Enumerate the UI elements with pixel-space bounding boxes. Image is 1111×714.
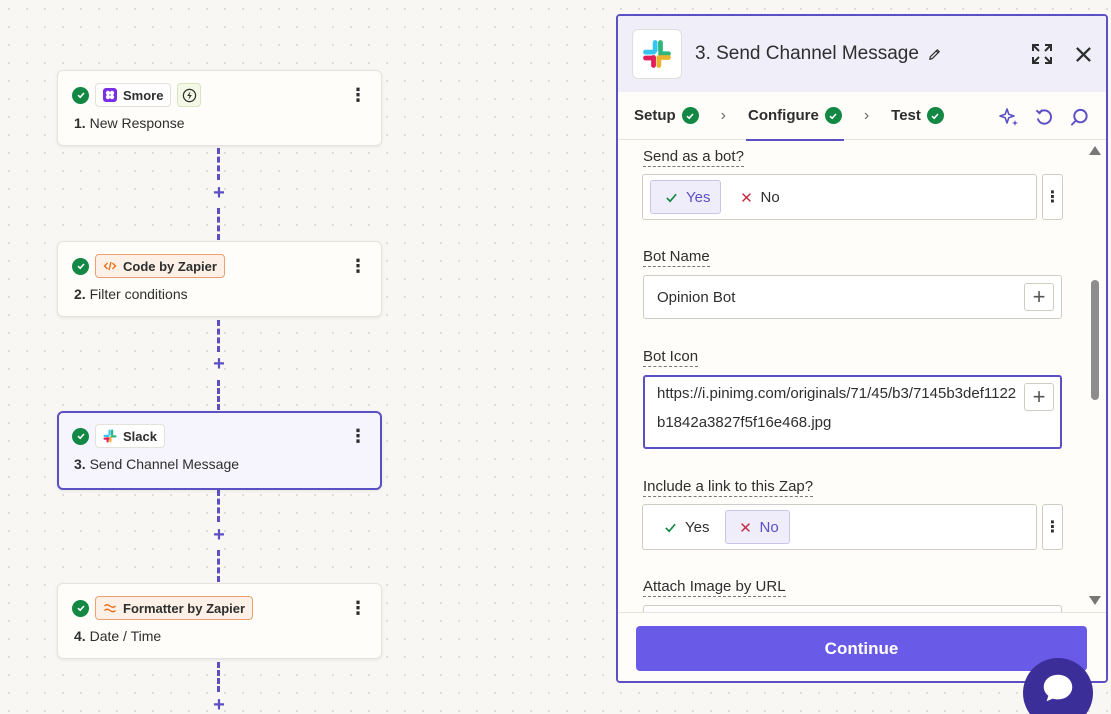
sparkle-icon[interactable] [998, 106, 1020, 128]
scroll-down-icon[interactable] [1089, 596, 1101, 605]
scrollbar[interactable] [1088, 142, 1102, 610]
step-tabs: Setup › Configure › Test [618, 92, 1106, 141]
add-step-button[interactable]: + [213, 694, 225, 714]
kebab-icon[interactable]: ⋮ [349, 85, 367, 105]
tab-configure[interactable]: Configure [746, 92, 844, 141]
app-chip: Code by Zapier [95, 254, 225, 278]
refresh-icon[interactable] [1034, 106, 1055, 128]
include-link-no-option[interactable]: No [725, 510, 790, 544]
panel-footer: Continue [618, 612, 1106, 681]
app-name: Code by Zapier [123, 258, 217, 274]
step-editor-panel: 3. Send Channel Message Setup › Configur… [616, 14, 1108, 683]
x-icon [741, 522, 751, 532]
send-as-bot-no-option[interactable]: No [727, 180, 789, 214]
connector-line [217, 550, 221, 582]
tab-test[interactable]: Test [891, 92, 944, 140]
connector-line [217, 208, 221, 240]
smore-icon [103, 88, 117, 102]
check-circle-icon [72, 599, 89, 617]
chat-icon[interactable] [1023, 658, 1093, 714]
field-label-bot-name: Bot Name [643, 248, 710, 267]
step-title: 4. Date / Time [74, 628, 162, 644]
scroll-up-icon[interactable] [1089, 146, 1101, 155]
add-step-button[interactable]: + [213, 524, 225, 546]
kebab-icon[interactable]: ⋮ [349, 256, 367, 276]
connector-line [217, 380, 221, 410]
check-circle-icon [824, 107, 842, 124]
continue-button[interactable]: Continue [636, 626, 1087, 671]
tab-setup[interactable]: Setup [634, 92, 699, 140]
send-as-bot-yes-option[interactable]: Yes [650, 180, 722, 214]
send-as-bot-toggle: Yes No [642, 174, 1037, 220]
check-circle-icon [72, 86, 89, 104]
connector-line [217, 320, 221, 352]
plus-icon[interactable]: + [1024, 383, 1054, 411]
close-icon[interactable] [1075, 46, 1092, 63]
step-card-4[interactable]: Formatter by Zapier ⋮ 4. Date / Time [57, 583, 382, 659]
panel-header: 3. Send Channel Message [618, 16, 1106, 92]
chevron-right-icon: › [720, 106, 726, 124]
kebab-icon[interactable]: ⋮ [1042, 504, 1063, 550]
kebab-icon[interactable]: ⋮ [349, 426, 367, 446]
field-label-attach-image: Attach Image by URL [643, 578, 786, 597]
app-chip: Slack [95, 424, 165, 448]
step-card-1[interactable]: Smore ⋮ 1. New Response [57, 70, 382, 146]
step-title: 1. New Response [74, 115, 185, 131]
check-circle-icon [72, 257, 89, 275]
scroll-thumb[interactable] [1091, 280, 1099, 400]
field-label-bot-icon: Bot Icon [643, 348, 699, 367]
plus-icon[interactable]: + [1024, 283, 1054, 311]
app-chip: Formatter by Zapier [95, 596, 254, 620]
check-icon [665, 523, 676, 532]
expand-icon[interactable] [1031, 43, 1053, 65]
include-link-toggle: Yes No [642, 504, 1037, 550]
connector-line [217, 662, 221, 692]
code-icon [103, 259, 117, 273]
attach-image-input[interactable] [643, 605, 1062, 612]
check-circle-icon [681, 107, 699, 124]
configure-form: Send as a bot? Yes No ⋮ Bot Name Opinion… [618, 142, 1090, 612]
app-name: Smore [123, 87, 164, 103]
app-name: Slack [123, 428, 157, 444]
field-label-send-as-bot: Send as a bot? [643, 148, 744, 167]
bot-icon-input[interactable]: https://i.pinimg.com/originals/71/45/b3/… [643, 375, 1062, 449]
bot-name-input[interactable]: Opinion Bot + [643, 275, 1062, 319]
kebab-icon[interactable]: ⋮ [1042, 174, 1063, 220]
step-card-2[interactable]: Code by Zapier ⋮ 2. Filter conditions [57, 241, 382, 317]
bolt-icon [177, 83, 202, 107]
slack-icon [103, 429, 117, 443]
check-icon [666, 193, 677, 202]
step-title: 3. Send Channel Message [74, 456, 240, 472]
check-circle-icon [926, 107, 944, 124]
connector-line [217, 490, 221, 522]
include-link-yes-option[interactable]: Yes [650, 510, 719, 544]
chevron-right-icon: › [863, 106, 870, 124]
app-chip: Smore [95, 83, 172, 107]
pencil-icon[interactable] [927, 47, 942, 62]
search-icon[interactable] [1069, 106, 1090, 128]
slack-icon [632, 29, 682, 79]
step-title: 2. Filter conditions [74, 286, 188, 302]
connector-line [217, 148, 221, 180]
kebab-icon[interactable]: ⋮ [349, 598, 367, 618]
field-label-include-link: Include a link to this Zap? [643, 478, 814, 497]
app-name: Formatter by Zapier [123, 600, 246, 616]
add-step-button[interactable]: + [213, 182, 225, 204]
formatter-icon [103, 601, 117, 615]
check-circle-icon [72, 427, 89, 445]
step-card-3[interactable]: Slack ⋮ 3. Send Channel Message [57, 411, 382, 490]
add-step-button[interactable]: + [213, 353, 225, 375]
x-icon [742, 192, 752, 202]
panel-title[interactable]: 3. Send Channel Message [695, 43, 942, 65]
